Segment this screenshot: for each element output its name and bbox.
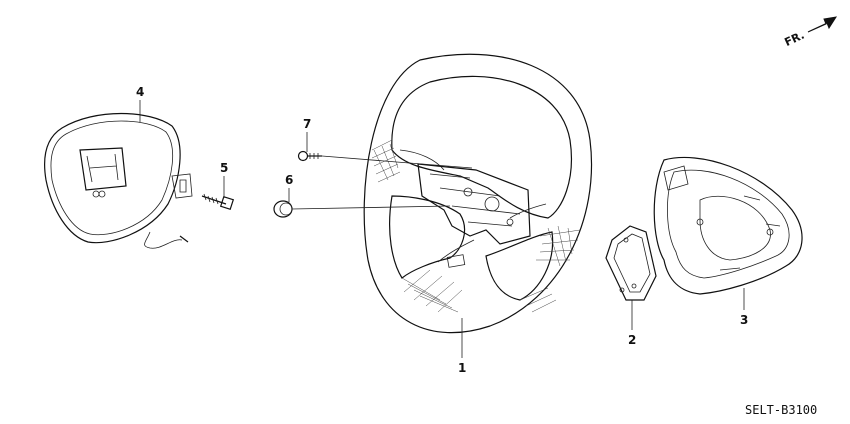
front-arrow-icon bbox=[807, 16, 838, 33]
steering-wheel bbox=[363, 53, 593, 334]
callout-rear-cover: 3 bbox=[740, 313, 748, 327]
nut bbox=[273, 200, 293, 218]
leader-lines bbox=[139, 100, 745, 358]
callout-airbag: 4 bbox=[136, 85, 144, 99]
bolt bbox=[201, 193, 235, 211]
small-cover bbox=[605, 225, 657, 301]
leather-texture bbox=[371, 139, 581, 313]
rear-cover bbox=[653, 156, 803, 295]
callout-bolt: 5 bbox=[220, 161, 228, 175]
diagram-code: SELT-B3100 bbox=[745, 403, 817, 417]
callout-screw: 7 bbox=[303, 117, 311, 131]
front-direction-indicator: FR. bbox=[782, 16, 838, 49]
airbag-module bbox=[43, 113, 193, 249]
screw bbox=[297, 150, 322, 162]
front-direction-label: FR. bbox=[782, 29, 806, 49]
callout-labels: 1 2 3 4 5 7 6 bbox=[136, 85, 748, 375]
callout-nut: 6 bbox=[285, 173, 293, 187]
callout-wheel: 1 bbox=[458, 361, 466, 375]
callout-small-cover: 2 bbox=[628, 333, 636, 347]
honda-logo-icon bbox=[79, 147, 127, 191]
